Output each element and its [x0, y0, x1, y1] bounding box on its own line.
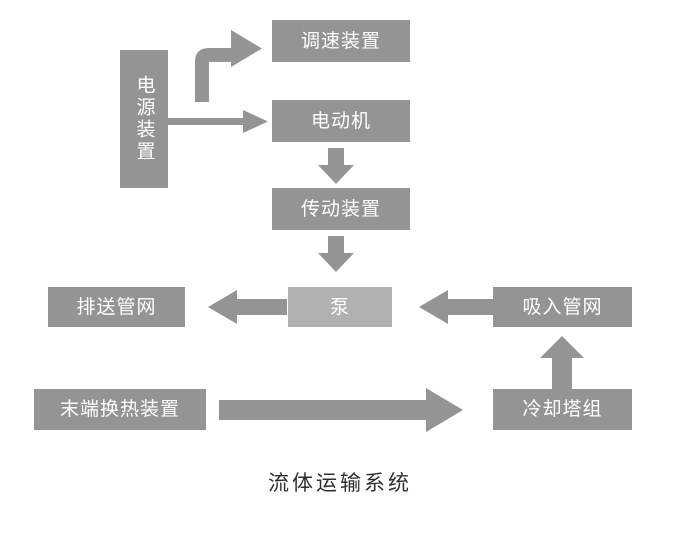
node-cooling-tower-group[interactable]: 冷却塔组 — [493, 389, 632, 430]
node-label: 吸入管网 — [522, 295, 603, 318]
node-label: 电动机 — [310, 109, 371, 132]
node-label: 调速装置 — [300, 29, 381, 52]
arrow-pump-to-discharge — [208, 290, 287, 324]
node-label: 泵 — [329, 295, 350, 318]
node-transmission-unit[interactable]: 传动装置 — [272, 188, 410, 230]
node-label: 末端换热装置 — [59, 398, 180, 421]
node-label: 排送管网 — [76, 295, 157, 318]
diagram-caption: 流体运输系统 — [268, 471, 412, 495]
node-electric-motor[interactable]: 电动机 — [272, 100, 410, 142]
arrow-suction-to-pump — [419, 290, 494, 324]
node-pump[interactable]: 泵 — [288, 287, 392, 327]
node-suction-pipe-network[interactable]: 吸入管网 — [493, 287, 632, 327]
arrow-power-to-speed-regulator — [195, 30, 262, 102]
node-discharge-pipe-network[interactable]: 排送管网 — [48, 287, 185, 327]
node-speed-regulator[interactable]: 调速装置 — [272, 20, 410, 62]
node-terminal-heat-exchanger[interactable]: 末端换热装置 — [34, 389, 206, 430]
node-label: 冷却塔组 — [522, 398, 603, 421]
arrow-transmission-to-pump — [318, 236, 354, 272]
arrow-motor-to-transmission — [318, 148, 354, 184]
arrow-power-to-motor — [168, 110, 268, 133]
arrow-cooling-tower-to-suction — [540, 336, 584, 390]
node-label: 传动装置 — [300, 197, 381, 220]
node-label: 电源装置 — [133, 75, 156, 163]
node-power-supply-unit[interactable]: 电源装置 — [120, 50, 168, 188]
arrow-terminal-to-cooling-tower — [219, 388, 463, 432]
